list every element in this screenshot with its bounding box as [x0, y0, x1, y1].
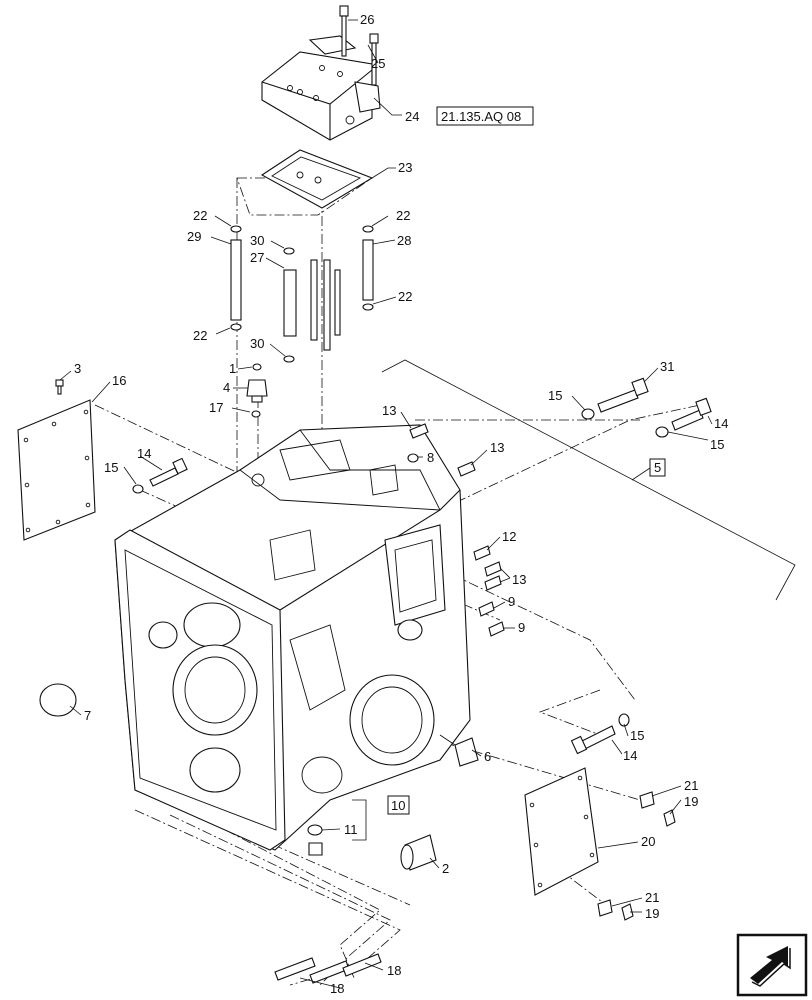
plug-13-right	[457, 461, 476, 477]
cover-plate-20	[524, 767, 599, 896]
callout-19-b: 19	[645, 906, 659, 921]
bushing-2	[400, 834, 437, 871]
tubes-18	[274, 953, 382, 984]
callout-22-d: 22	[193, 328, 207, 343]
fitting-4	[246, 363, 268, 418]
navigation-arrow-icon[interactable]	[736, 933, 808, 997]
callout-15-c: 15	[710, 437, 724, 452]
tube-28	[362, 225, 374, 311]
callout-28: 28	[397, 233, 411, 248]
callout-31: 31	[660, 359, 674, 374]
callout-22-a: 22	[193, 208, 207, 223]
bolt-14-left	[132, 457, 188, 494]
plug-12	[473, 545, 491, 561]
callout-14-b: 14	[714, 416, 728, 431]
plug-13-top	[409, 423, 429, 439]
reference-box-24[interactable]: 21.135.AQ 08	[436, 106, 534, 126]
callout-1: 1	[229, 361, 236, 376]
callout-17: 17	[209, 400, 223, 415]
callout-27: 27	[250, 250, 264, 265]
callout-13-a: 13	[382, 403, 396, 418]
cover-plate-16	[17, 399, 96, 541]
callout-14-c: 14	[623, 748, 637, 763]
callout-15-a: 15	[104, 460, 118, 475]
leader-lines	[59, 19, 713, 989]
callout-30-b: 30	[250, 336, 264, 351]
reference-box-10[interactable]: 10	[387, 795, 410, 815]
reference-label-5: 5	[654, 460, 661, 475]
plugs-9	[478, 601, 505, 637]
callout-16: 16	[112, 373, 126, 388]
callout-15-d: 15	[630, 728, 644, 743]
callout-25: 25	[371, 56, 385, 71]
callout-13-c: 13	[512, 572, 526, 587]
plug-7	[39, 683, 77, 717]
callout-22-b: 22	[396, 208, 410, 223]
callout-14-a: 14	[137, 446, 151, 461]
breather-6	[439, 734, 479, 767]
callout-13-b: 13	[490, 440, 504, 455]
callout-21-a: 21	[684, 778, 698, 793]
bolt-26	[339, 5, 349, 57]
plug-11	[307, 824, 323, 856]
callout-29: 29	[187, 229, 201, 244]
tube-27	[283, 247, 297, 363]
callout-11: 11	[344, 822, 358, 837]
callout-22-c: 22	[398, 289, 412, 304]
callout-6: 6	[484, 749, 491, 764]
callout-8: 8	[427, 450, 434, 465]
callout-20: 20	[641, 834, 655, 849]
callout-19-a: 19	[684, 794, 698, 809]
bolt-14-right	[655, 397, 712, 438]
reference-label-10: 10	[391, 798, 405, 813]
plugs-13-lower	[484, 561, 502, 591]
screw-3	[55, 379, 64, 395]
callout-2: 2	[442, 861, 449, 876]
bolt-25	[369, 33, 379, 86]
callout-23: 23	[398, 160, 412, 175]
reference-box-5[interactable]: 5	[649, 458, 666, 477]
washer-8	[407, 453, 419, 463]
callout-26: 26	[360, 12, 374, 27]
callout-15-b: 15	[548, 388, 562, 403]
callout-18-a: 18	[330, 981, 344, 996]
pins-center	[310, 259, 341, 351]
callout-labels: 26 25 24 23 22 22 29 28 30 27 22 22 30 1…	[74, 12, 728, 996]
callout-18-b: 18	[387, 963, 401, 978]
clips-21-19	[597, 791, 676, 921]
bolt-31	[581, 377, 649, 420]
control-valve-24	[261, 35, 381, 141]
callout-4: 4	[223, 380, 230, 395]
callout-9-b: 9	[518, 620, 525, 635]
transmission-housing	[114, 424, 471, 851]
bolt-14-lower	[570, 713, 630, 755]
callout-7: 7	[84, 708, 91, 723]
callout-3: 3	[74, 361, 81, 376]
tube-29	[230, 225, 242, 331]
reference-label-24: 21.135.AQ 08	[441, 109, 521, 124]
callout-24: 24	[405, 109, 419, 124]
callout-12: 12	[502, 529, 516, 544]
callout-21-b: 21	[645, 890, 659, 905]
callout-30-a: 30	[250, 233, 264, 248]
gasket-23	[260, 149, 374, 209]
reference-5-bracket	[381, 359, 796, 601]
callout-9-a: 9	[508, 594, 515, 609]
